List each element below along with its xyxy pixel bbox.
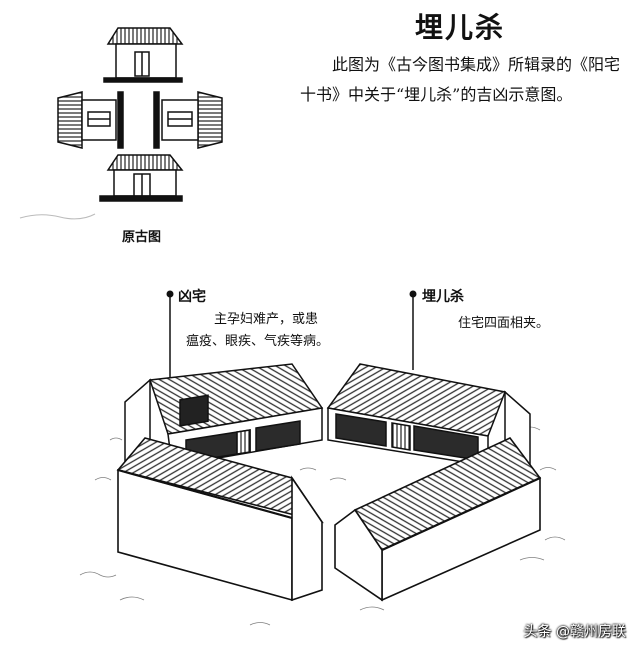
original-diagram-caption: 原古图 (122, 230, 162, 245)
ancient-house-bottom (99, 154, 184, 202)
watermark-text: 头条 @赣州房联 (523, 624, 626, 640)
house-front-left (116, 437, 324, 602)
ancient-house-left (57, 91, 124, 149)
description-text: 此图为《古今图书集成》所辑录的《阳宅十书》中关于“埋儿杀”的吉凶示意图。 (300, 55, 621, 104)
bad-house-label: 凶宅 (178, 289, 206, 305)
original-ancient-diagram (57, 27, 223, 202)
page-title: 埋儿杀 (414, 11, 505, 44)
bad-house-note-line1: 主孕妇难产，或患 (214, 312, 319, 327)
mai-er-sha-note: 住宅四面相夹。 (458, 316, 550, 331)
callout-lines (166, 290, 417, 392)
faint-scribble (19, 213, 96, 220)
mai-er-sha-label: 埋儿杀 (422, 289, 464, 305)
ancient-house-right (153, 91, 223, 149)
house-front-right (334, 437, 542, 602)
bad-house-note-line2: 瘟疫、眼疾、气疾等病。 (186, 334, 330, 349)
house-back-right (326, 363, 531, 492)
ancient-house-top (103, 27, 184, 83)
